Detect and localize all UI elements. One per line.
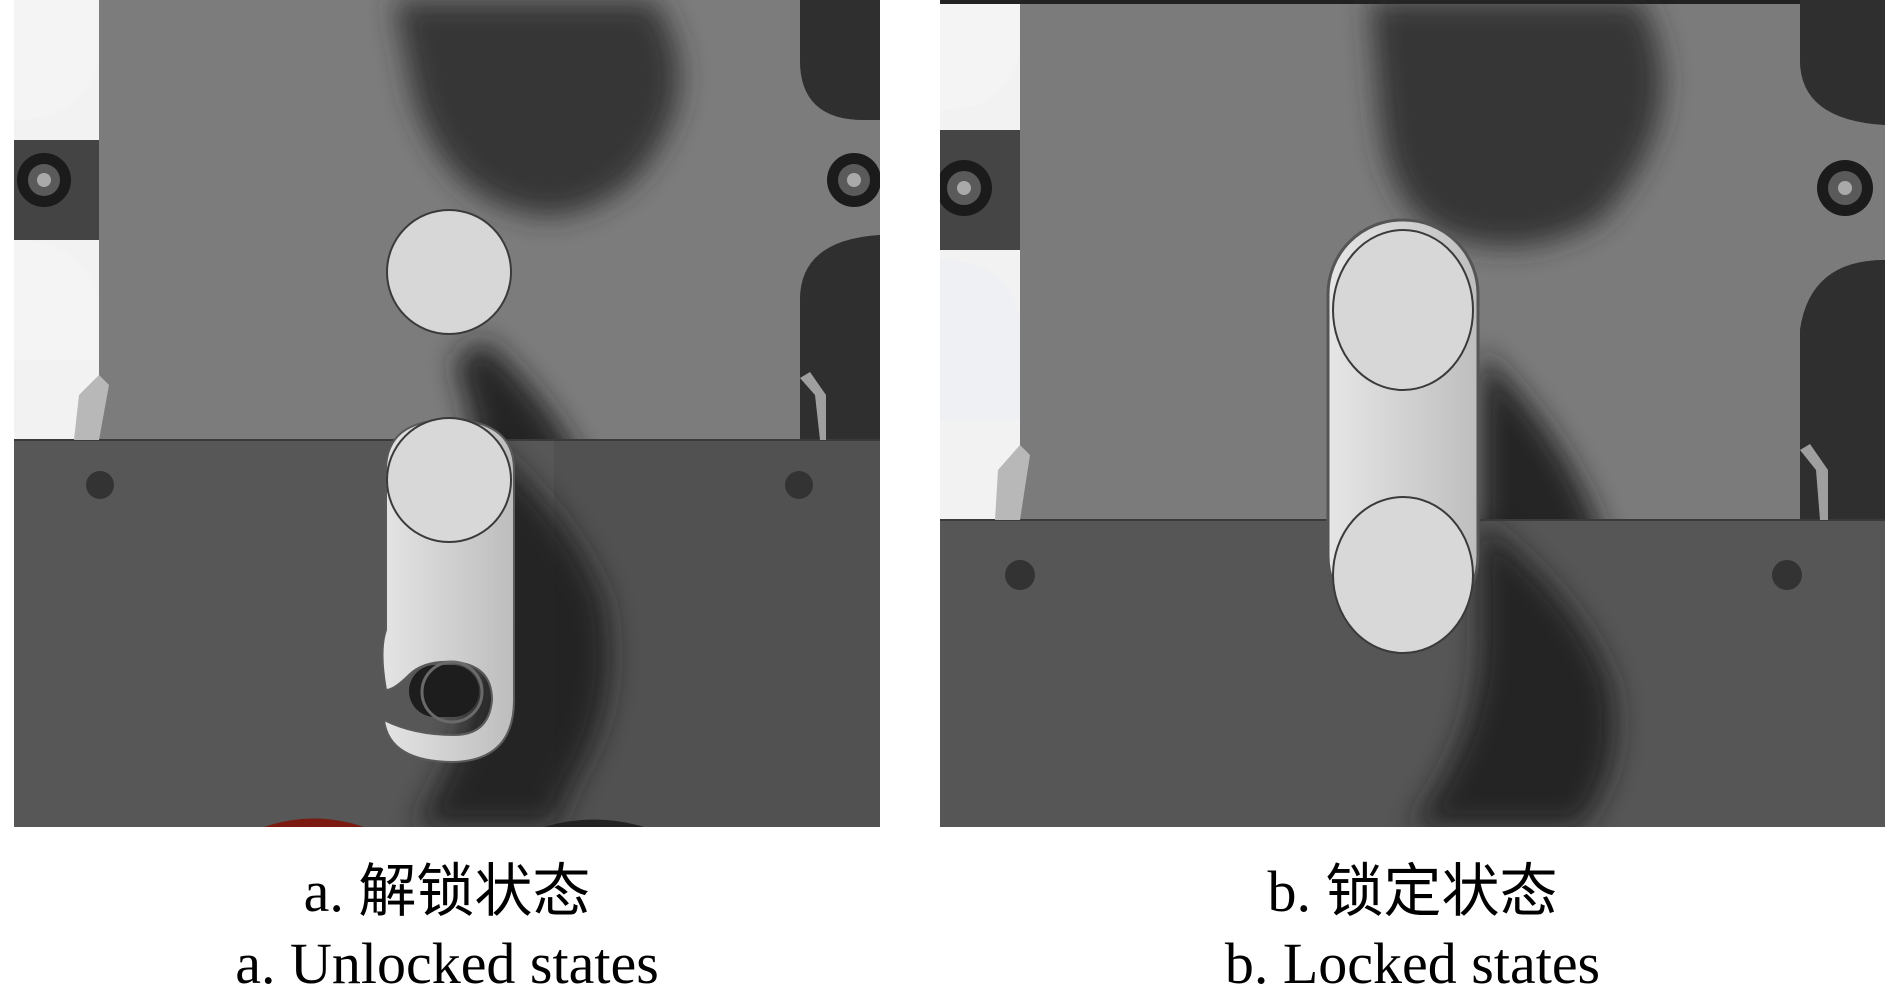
- caption-unlocked: a. 解锁状态 a. Unlocked states: [14, 856, 880, 1000]
- caption-en: a. Unlocked states: [235, 931, 659, 996]
- screw-icon-left: [940, 160, 992, 216]
- caption-zh: b. 锁定状态: [1267, 859, 1558, 924]
- shadow-upper: [394, 0, 680, 216]
- hole-right: [785, 471, 813, 499]
- lower-pin: [1332, 496, 1474, 654]
- latch-slot: [409, 665, 479, 717]
- bracket-left: [74, 375, 109, 440]
- panel-locked-image: [940, 0, 1885, 827]
- lower-pin: [386, 417, 512, 543]
- caption-zh: a. 解锁状态: [303, 859, 591, 924]
- hole-left: [86, 471, 114, 499]
- caption-locked: b. 锁定状态 b. Locked states: [940, 856, 1885, 1000]
- upper-pin: [386, 209, 512, 335]
- unlocked-mechanism-render: [14, 0, 880, 827]
- hole-left: [1005, 560, 1035, 590]
- hole-right: [1772, 560, 1802, 590]
- bracket-right: [800, 372, 826, 440]
- upper-sliding-plate: [99, 0, 880, 440]
- bracket-left: [995, 445, 1030, 520]
- screw-icon-left: [17, 153, 71, 207]
- red-knob: [264, 818, 364, 827]
- panel-unlocked-image: [14, 0, 880, 827]
- upper-pin: [1332, 229, 1474, 391]
- caption-en: b. Locked states: [1224, 931, 1601, 996]
- screw-icon-right: [827, 153, 880, 207]
- locked-mechanism-render: [940, 0, 1885, 827]
- bracket-right: [1800, 444, 1828, 520]
- screw-icon-right: [1817, 160, 1873, 216]
